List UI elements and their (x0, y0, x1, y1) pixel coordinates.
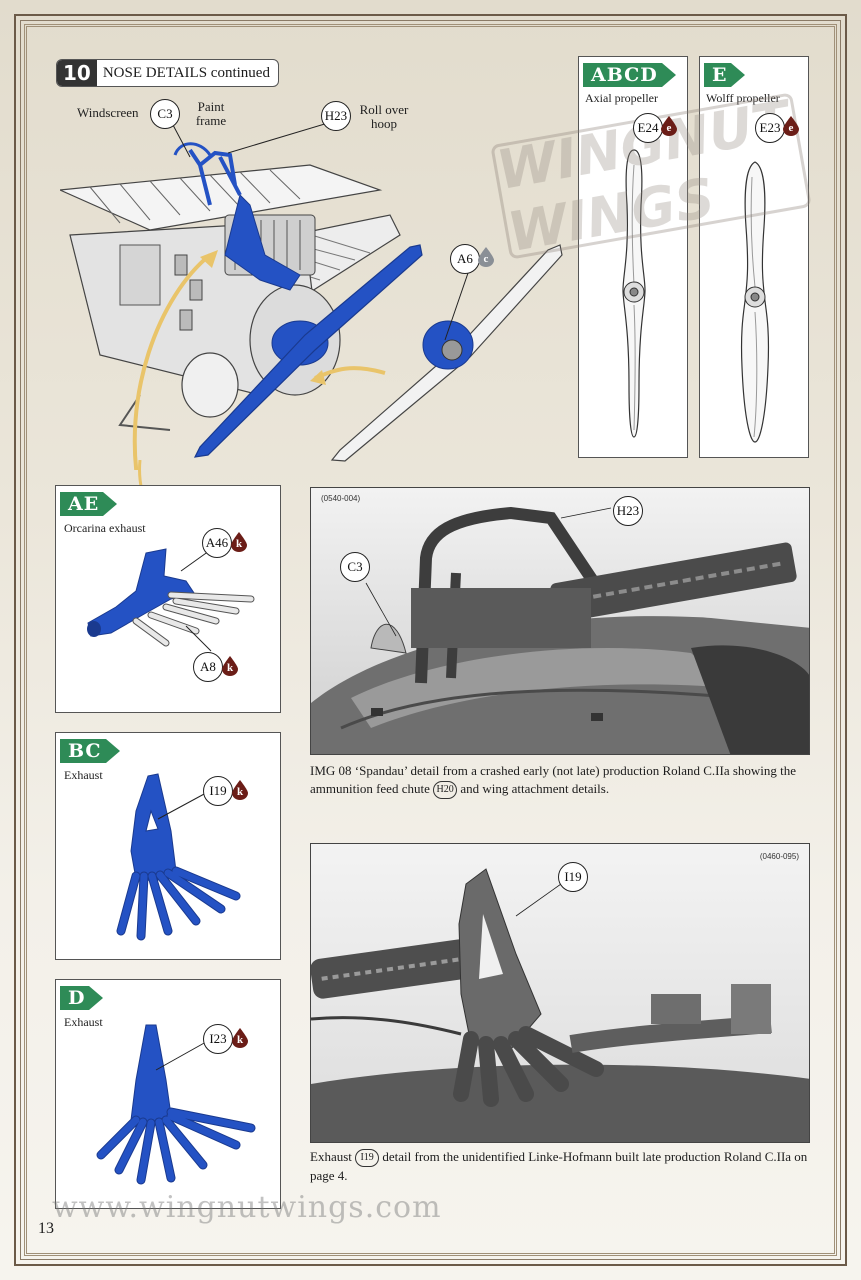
paint-drop-c-icon: c (478, 247, 494, 267)
panel-tag-bc: BC (60, 739, 120, 763)
nose-assembly-illustration (60, 122, 563, 470)
paint-frame-label-line1: Paint (197, 99, 225, 114)
panel-tag-abcd: ABCD (583, 63, 676, 87)
callout-a46: A46 (202, 528, 232, 558)
paint-drop-k-icon-4: k (232, 1028, 248, 1048)
caption-ref-i19: I19 (355, 1149, 380, 1168)
panel-bc-exhaust: BC Exhaust (55, 732, 281, 960)
page-border-outer (14, 14, 847, 1266)
step-header: 10 NOSE DETAILS continued (56, 59, 279, 87)
caption-ref-h20: H20 (433, 781, 458, 800)
photo2-code: (0460-095) (759, 852, 799, 861)
panel-subtitle-exhaust-d: Exhaust (64, 1015, 103, 1029)
photo1-callout-h23: H23 (613, 496, 643, 526)
d-exhaust-drawing (96, 1024, 256, 1185)
panel-subtitle-orcarina-exhaust: Orcarina exhaust (64, 521, 146, 535)
photo-exhaust-detail: (0460-095) (310, 843, 810, 1143)
roll-over-hoop-label-line2: hoop (371, 116, 397, 131)
wolff-propeller-drawing (740, 161, 770, 443)
callout-a8: A8 (193, 652, 223, 682)
callout-h23: H23 (321, 101, 351, 131)
callout-c3: C3 (150, 99, 180, 129)
panel-tag-e: E (704, 63, 746, 87)
paint-drop-k-icon-2: k (222, 656, 238, 676)
callout-a6: A6 (450, 244, 480, 274)
page-border-inner (20, 20, 841, 1260)
photo-spandau-image (311, 488, 809, 754)
panel-subtitle-exhaust: Exhaust (64, 768, 103, 782)
page-border-decorative (24, 24, 837, 1256)
windscreen-label: Windscreen (77, 105, 139, 120)
bc-exhaust-drawing (116, 773, 241, 941)
paint-drop-k-icon: k (231, 532, 247, 552)
panel-ae-orcarina-exhaust: AE Orcarina exhaust (55, 485, 281, 713)
step-title: NOSE DETAILS continued (102, 64, 270, 81)
callout-i19: I19 (203, 776, 233, 806)
panel-subtitle-wolff-propeller: Wolff propeller (706, 91, 780, 105)
panel-tag-ae: AE (60, 492, 118, 516)
step-number: 10 (57, 60, 97, 86)
panel-subtitle-axial-propeller: Axial propeller (585, 91, 658, 105)
photo1-code: (0540-004) (321, 494, 361, 503)
footer-url[interactable]: www.wingnutwings.com (52, 1190, 442, 1225)
paint-drop-e-icon: e (661, 116, 677, 136)
roll-over-hoop-label-line1: Roll over (359, 102, 409, 117)
photo2-caption: Exhaust I19 detail from the unidentified… (310, 1149, 808, 1184)
callout-e24: E24 (633, 113, 663, 143)
orcarina-exhaust-drawing (87, 545, 255, 652)
page-number: 13 (38, 1220, 54, 1237)
paint-frame-label-line2: frame (195, 113, 227, 128)
photo1-callout-c3: C3 (340, 552, 370, 582)
panel-d-exhaust: D Exhaust (55, 979, 281, 1209)
callout-e23: E23 (755, 113, 785, 143)
photo2-callout-i19: I19 (558, 862, 588, 892)
photo-exhaust-image (311, 844, 809, 1142)
photo1-caption: IMG 08 ‘Spandau’ detail from a crashed e… (310, 762, 815, 800)
paint-drop-k-icon-3: k (232, 780, 248, 800)
panel-tag-d: D (60, 986, 104, 1010)
callout-i23: I23 (203, 1024, 233, 1054)
axial-propeller-drawing (622, 149, 646, 438)
paint-drop-e-icon-2: e (783, 116, 799, 136)
photo-spandau-detail: (0540-004) (310, 487, 810, 755)
